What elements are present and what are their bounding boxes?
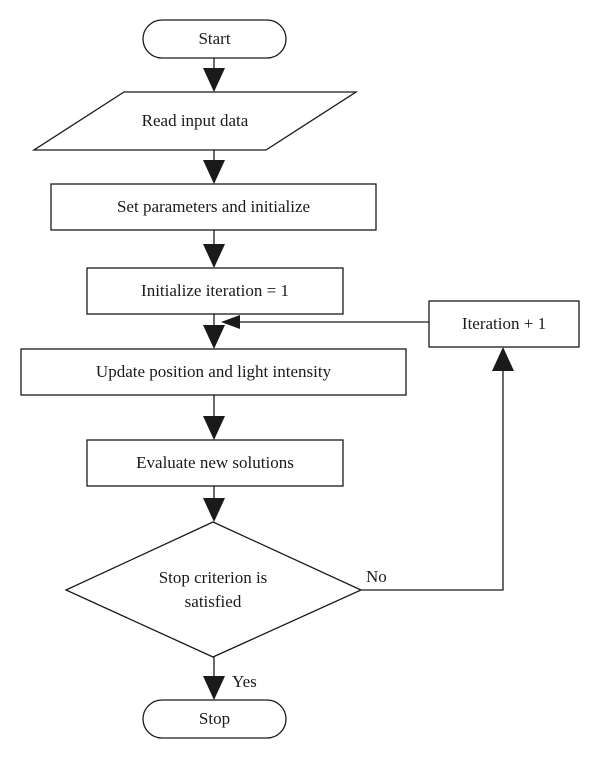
read-input-data-label: Read input data <box>142 111 249 130</box>
arrow-iteration-increment-to-update-position <box>221 315 429 329</box>
iteration-increment-node: Iteration + 1 <box>428 300 580 348</box>
set-parameters-node: Set parameters and initialize <box>50 183 377 231</box>
start-label: Start <box>198 29 230 48</box>
arrowhead-down-icon <box>203 68 225 92</box>
arrowhead-down-icon <box>203 160 225 184</box>
read-input-data-node: Read input data <box>31 91 359 151</box>
arrowhead-down-icon <box>203 416 225 440</box>
arrow-read-input-to-set-parameters <box>203 150 225 184</box>
no-edge-label: No <box>366 567 387 586</box>
arrowhead-down-icon <box>203 498 225 522</box>
arrowhead-down-icon <box>203 325 225 349</box>
stop-criterion-label-line2: satisfied <box>185 592 242 611</box>
arrow-start-to-read-input <box>203 58 225 92</box>
arrow-evaluate-to-decision <box>203 486 225 522</box>
stop-label: Stop <box>199 709 230 728</box>
yes-edge-label: Yes <box>232 672 257 691</box>
arrowhead-down-icon <box>203 244 225 268</box>
stop-terminal: Stop <box>142 699 287 739</box>
update-position-label: Update position and light intensity <box>96 362 332 381</box>
arrow-update-position-to-evaluate <box>203 395 225 440</box>
initialize-iteration-node: Initialize iteration = 1 <box>86 267 344 315</box>
update-position-node: Update position and light intensity <box>20 348 407 396</box>
iteration-increment-label: Iteration + 1 <box>462 314 546 333</box>
initialize-iteration-label: Initialize iteration = 1 <box>141 281 289 300</box>
stop-criterion-label-line1: Stop criterion is <box>159 568 268 587</box>
evaluate-solutions-label: Evaluate new solutions <box>136 453 294 472</box>
arrow-decision-to-iteration-increment: No <box>361 347 514 591</box>
arrow-initialize-iteration-to-update-position <box>203 314 225 349</box>
arrow-set-parameters-to-initialize-iteration <box>203 230 225 268</box>
arrow-decision-to-stop: Yes <box>203 657 257 700</box>
start-terminal: Start <box>142 19 287 59</box>
arrowhead-left-icon <box>221 315 240 329</box>
arrowhead-up-icon <box>492 347 514 371</box>
evaluate-solutions-node: Evaluate new solutions <box>86 439 344 487</box>
set-parameters-label: Set parameters and initialize <box>117 197 310 216</box>
stop-criterion-decision: Stop criterion is satisfied <box>64 521 363 658</box>
arrowhead-down-icon <box>203 676 225 700</box>
